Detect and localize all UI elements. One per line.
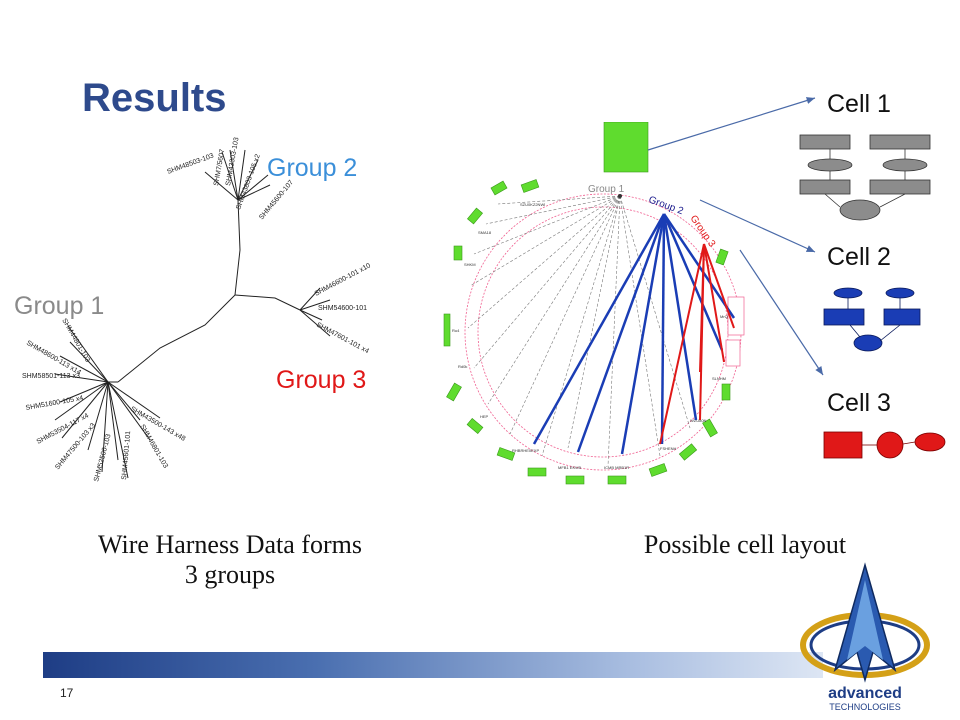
cell-2-diagram xyxy=(823,287,921,352)
cell-2-label: Cell 2 xyxy=(827,243,891,271)
svg-text:MrQ: MrQ xyxy=(720,314,728,319)
group-3-label: Group 3 xyxy=(276,366,367,394)
group-2-label: Group 2 xyxy=(267,154,358,182)
svg-text:SLNHM: SLNHM xyxy=(712,376,726,381)
circle-group-1-label: Group 1 xyxy=(588,184,625,195)
svg-text:SHM58501-113 x3: SHM58501-113 x3 xyxy=(22,373,80,380)
slide-title: Results xyxy=(82,76,227,120)
svg-text:SHM54600-101: SHM54600-101 xyxy=(318,305,367,312)
cell-1-diagram xyxy=(799,134,931,221)
svg-text:FSHENH: FSHENH xyxy=(660,446,677,451)
svg-text:WZU80N: WZU80N xyxy=(690,418,707,423)
circular-layout-diagram: SZU0KZ2NWI SMA18 SHKM Ru4 Rd0k HEP RHBRH… xyxy=(428,122,758,502)
svg-text:SHKM: SHKM xyxy=(464,262,476,267)
tree-caption: Wire Harness Data forms 3 groups xyxy=(20,530,440,590)
svg-text:Rd0k: Rd0k xyxy=(458,364,467,369)
svg-text:HEP: HEP xyxy=(480,414,489,419)
svg-text:SHM45601-101: SHM45601-101 xyxy=(121,431,132,481)
svg-text:RHBRHE0EXP: RHBRHE0EXP xyxy=(512,448,539,453)
logo-text-technologies: TECHNOLOGIES xyxy=(829,702,901,710)
layout-caption: Possible cell layout xyxy=(643,530,847,559)
group-1-label: Group 1 xyxy=(14,292,105,320)
advanced-technologies-logo: advanced TECHNOLOGIES xyxy=(800,562,930,710)
svg-text:SZU0KZ2NWI: SZU0KZ2NWI xyxy=(520,202,545,207)
svg-text:ICMB MRB1R: ICMB MRB1R xyxy=(604,465,629,470)
svg-text:SMA18: SMA18 xyxy=(478,230,492,235)
cell-3-diagram xyxy=(823,431,946,459)
cell-1-label: Cell 1 xyxy=(827,90,891,118)
tree-caption-line-2: 3 groups xyxy=(184,560,276,589)
tree-caption-line-1: Wire Harness Data forms xyxy=(98,530,362,559)
cell-3-label: Cell 3 xyxy=(827,389,891,417)
svg-text:MFB1 EKW5: MFB1 EKW5 xyxy=(558,465,582,470)
logo-text-advanced: advanced xyxy=(828,685,902,702)
dendrogram-tree: SHM48503-103 SHM7/5607 SHM43303-103 SHM4… xyxy=(22,137,372,483)
slide-number: 17 xyxy=(60,686,74,700)
footer-bar xyxy=(43,652,823,678)
svg-text:Ru4: Ru4 xyxy=(452,328,460,333)
